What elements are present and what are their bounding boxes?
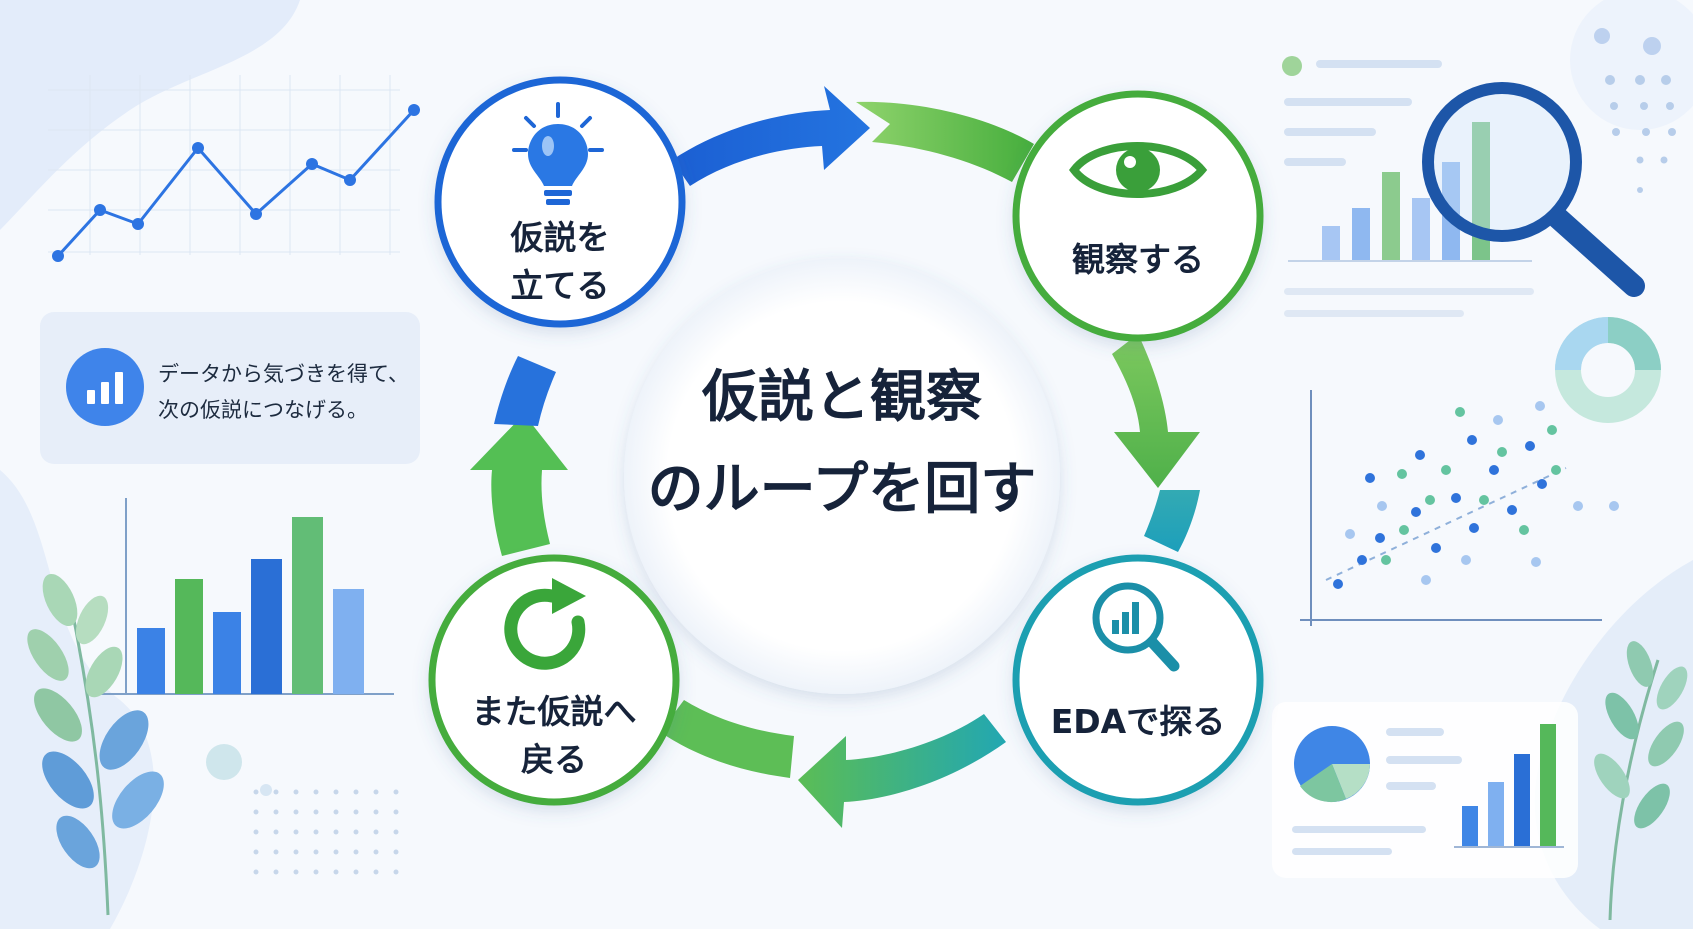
insight-note-card: データから気づきを得て、 次の仮説につなげる。 [40, 312, 420, 464]
arrow-right-lower [1144, 490, 1200, 552]
node-observe-label-line1: 観察する [1072, 240, 1204, 279]
page-title: 仮説と観察 のループを回す [627, 352, 1057, 536]
arrow-top [672, 86, 870, 186]
node-hypothesis-label-line2: 立てる [510, 266, 610, 305]
node-return-label: また仮説へ 戻る [454, 688, 654, 784]
arrow-top-right [856, 101, 1034, 182]
node-hypothesis-label: 仮説を 立てる [470, 214, 650, 310]
decorative-report-top-right [1282, 56, 1645, 317]
node-hypothesis-label-line1: 仮説を [510, 218, 610, 257]
lightbulb-icon [512, 102, 604, 205]
arrow-left-upper [494, 356, 556, 426]
node-return [428, 554, 680, 806]
node-return-label-line1: また仮説へ [471, 692, 637, 731]
node-observe [1012, 90, 1264, 342]
cycle-arrows [470, 86, 1200, 828]
decorative-line-chart [48, 75, 420, 262]
refresh-icon [504, 578, 586, 670]
decorative-circles-left [206, 744, 272, 796]
decorative-plant-left [27, 573, 164, 916]
eye-icon [1068, 142, 1208, 198]
arrow-left [470, 414, 568, 556]
chart-magnifier-icon [1092, 582, 1180, 672]
bar-chart-icon-bar [115, 372, 123, 404]
decorative-report-card [1272, 702, 1578, 878]
node-return-label-line2: 戻る [521, 740, 587, 779]
center-circle [624, 258, 1060, 694]
arrow-bottom [798, 714, 1006, 828]
decorative-donut-chart [1555, 317, 1661, 423]
arrow-bottom-tail [660, 700, 794, 778]
bar-chart-icon-bar [101, 382, 109, 404]
decorative-dot-grid-left [253, 789, 399, 875]
bar-chart-icon [66, 348, 144, 426]
insight-note-text: データから気づきを得て、 次の仮説につなげる。 [158, 356, 413, 428]
insight-note-line2: 次の仮説につなげる。 [158, 398, 368, 422]
decorative-dot-grid-right [1594, 28, 1676, 193]
node-eda-label: EDAで探る [1034, 698, 1242, 746]
page-title-line2: のループを回す [647, 457, 1037, 522]
insight-note-line1: データから気づきを得て、 [158, 362, 409, 386]
node-observe-label: 観察する [1040, 236, 1236, 284]
decorative-scatter-plot [1300, 390, 1619, 626]
bar-chart-icon-bar [87, 390, 95, 404]
node-eda [1012, 554, 1264, 806]
decorative-plant-right [1594, 641, 1688, 921]
arrow-right [1112, 334, 1200, 488]
page-title-line1: 仮説と観察 [702, 365, 982, 430]
node-eda-label-line1: EDAで探る [1050, 702, 1226, 741]
decorative-bar-chart-left [100, 498, 394, 695]
